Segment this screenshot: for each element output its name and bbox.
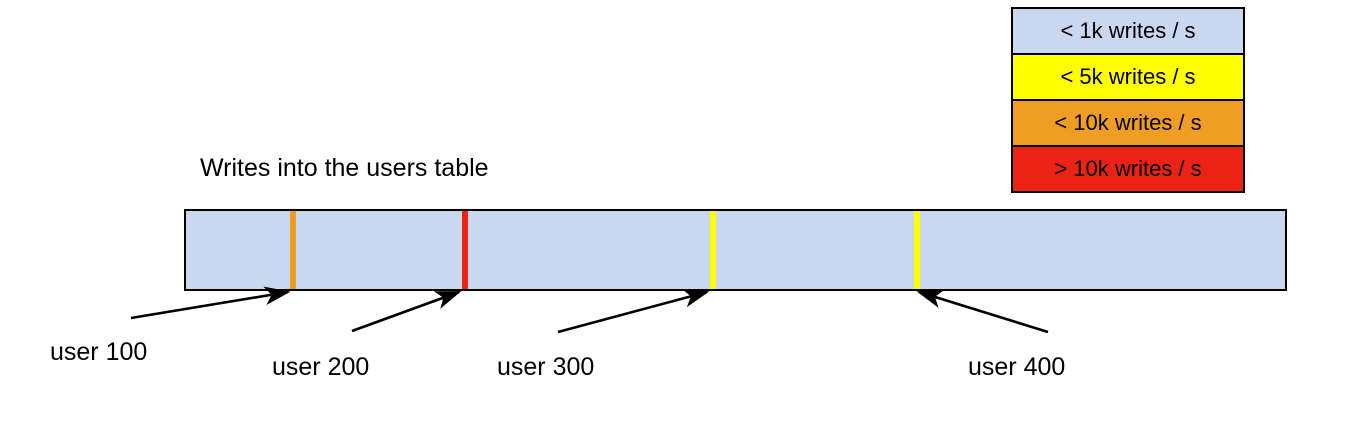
chart-title: Writes into the users table [200,154,489,182]
arrow-user-100 [130,286,291,320]
write-rate-legend: < 1k writes / s < 5k writes / s < 10k wr… [1011,7,1245,193]
legend-label-under-10k: < 10k writes / s [1054,110,1202,135]
label-user-200: user 200 [272,353,370,381]
arrow-user-300 [557,289,710,334]
arrow-user-400 [916,289,1049,334]
legend-label-over-10k: > 10k writes / s [1054,156,1202,181]
legend-label-under-5k: < 5k writes / s [1060,64,1196,89]
label-user-100: user 100 [50,338,148,366]
user-400-stripe [914,211,921,289]
user-100-stripe [289,211,296,289]
label-user-400: user 400 [968,353,1066,381]
users-table-keyspace-bar [184,209,1287,291]
legend-row-under-10k: < 10k writes / s [1013,101,1243,147]
arrow-user-200 [351,290,462,333]
label-user-300: user 300 [497,353,595,381]
legend-row-under-5k: < 5k writes / s [1013,55,1243,101]
user-300-stripe [710,211,717,289]
user-200-stripe [461,211,468,289]
legend-row-under-1k: < 1k writes / s [1013,9,1243,55]
legend-label-under-1k: < 1k writes / s [1060,18,1196,43]
legend-row-over-10k: > 10k writes / s [1013,147,1243,191]
